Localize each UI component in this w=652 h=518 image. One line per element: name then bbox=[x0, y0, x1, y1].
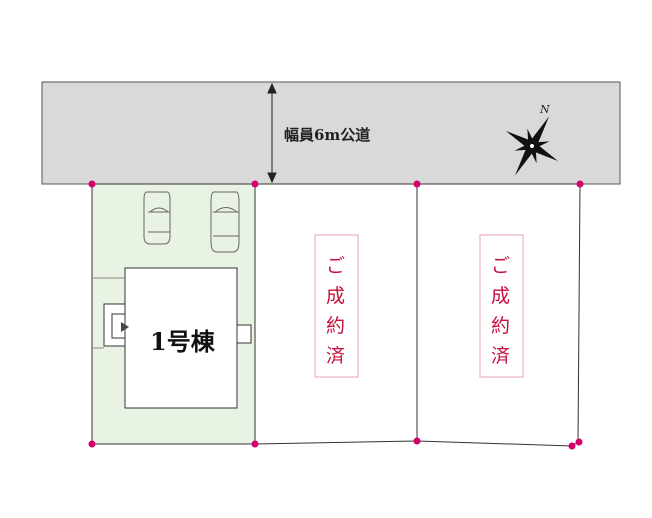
road bbox=[41, 81, 621, 185]
house-footprint bbox=[124, 267, 238, 409]
lot-3 bbox=[416, 183, 581, 447]
sold-char: ご bbox=[491, 255, 510, 277]
car-icon bbox=[210, 191, 240, 253]
boundary-point bbox=[413, 437, 421, 445]
boundary-point bbox=[576, 180, 584, 188]
boundary-point bbox=[251, 180, 259, 188]
fence-lines bbox=[92, 277, 125, 349]
boundary-point bbox=[568, 442, 576, 450]
boundary-point bbox=[413, 180, 421, 188]
road-label: 幅員6m公道 bbox=[284, 126, 370, 144]
boundary-point bbox=[88, 440, 96, 448]
sold-frame-lot-3 bbox=[479, 234, 524, 378]
sold-char: 約 bbox=[491, 315, 510, 337]
sold-char: 済 bbox=[491, 345, 510, 367]
entrance-arrow-icon bbox=[121, 322, 129, 332]
road-width-dimension bbox=[267, 82, 277, 184]
boundary-point bbox=[88, 180, 96, 188]
sold-char: 成 bbox=[491, 285, 510, 307]
lot-2 bbox=[254, 183, 418, 445]
sold-char: 約 bbox=[326, 315, 345, 337]
boundary-points bbox=[88, 180, 584, 450]
north-label: N bbox=[539, 103, 550, 116]
boundary-point bbox=[251, 440, 259, 448]
car-icon bbox=[143, 191, 171, 245]
lot-1-label: 1号棟 bbox=[150, 327, 216, 356]
sold-char: 成 bbox=[326, 285, 345, 307]
sold-label-lot-3: ご 成 約 済 bbox=[491, 255, 510, 367]
boundary-point bbox=[575, 438, 583, 446]
compass-icon bbox=[506, 116, 558, 176]
bay-window bbox=[236, 324, 252, 344]
sold-label-lot-2: ご 成 約 済 bbox=[326, 255, 345, 367]
sold-char: 済 bbox=[326, 345, 345, 367]
sold-frame-lot-2 bbox=[314, 234, 359, 378]
sold-char: ご bbox=[326, 255, 345, 277]
